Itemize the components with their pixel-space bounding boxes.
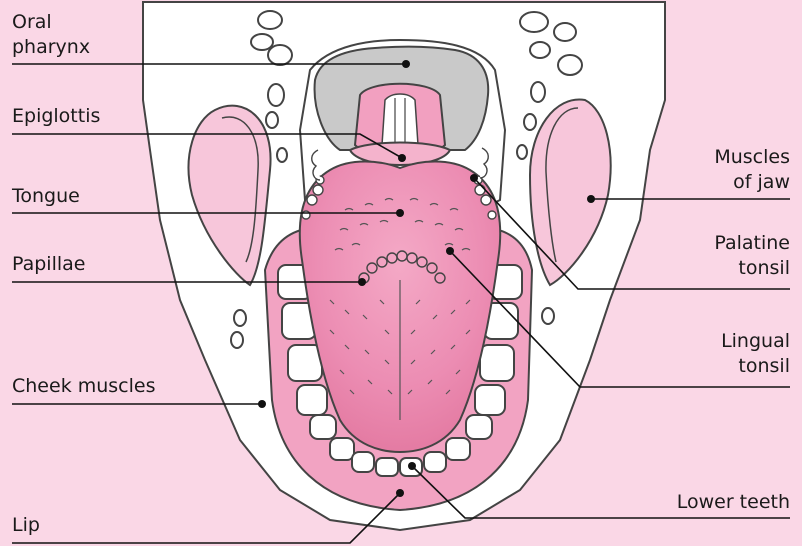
label-epiglottis: Epiglottis bbox=[12, 104, 100, 129]
label-oral-pharynx-line2: pharynx bbox=[12, 35, 90, 60]
label-muscles-of-jaw: Muscles of jaw bbox=[714, 145, 790, 195]
label-lingual-tonsil-line1: Lingual bbox=[721, 329, 790, 354]
label-lingual-tonsil: Lingual tonsil bbox=[721, 329, 790, 379]
label-lingual-tonsil-line2: tonsil bbox=[721, 354, 790, 379]
label-lower-teeth: Lower teeth bbox=[677, 490, 790, 515]
label-oral-pharynx: Oral pharynx bbox=[12, 10, 90, 60]
label-oral-pharynx-line1: Oral bbox=[12, 10, 90, 35]
label-palatine-tonsil: Palatine tonsil bbox=[714, 231, 790, 281]
label-palatine-tonsil-line2: tonsil bbox=[714, 256, 790, 281]
label-tongue: Tongue bbox=[12, 184, 80, 209]
label-palatine-tonsil-line1: Palatine bbox=[714, 231, 790, 256]
label-muscles-of-jaw-line1: Muscles bbox=[714, 145, 790, 170]
label-papillae: Papillae bbox=[12, 252, 85, 277]
label-lip: Lip bbox=[12, 513, 40, 538]
epiglottis bbox=[350, 84, 450, 165]
label-muscles-of-jaw-line2: of jaw bbox=[714, 170, 790, 195]
label-cheek-muscles: Cheek muscles bbox=[12, 374, 156, 399]
